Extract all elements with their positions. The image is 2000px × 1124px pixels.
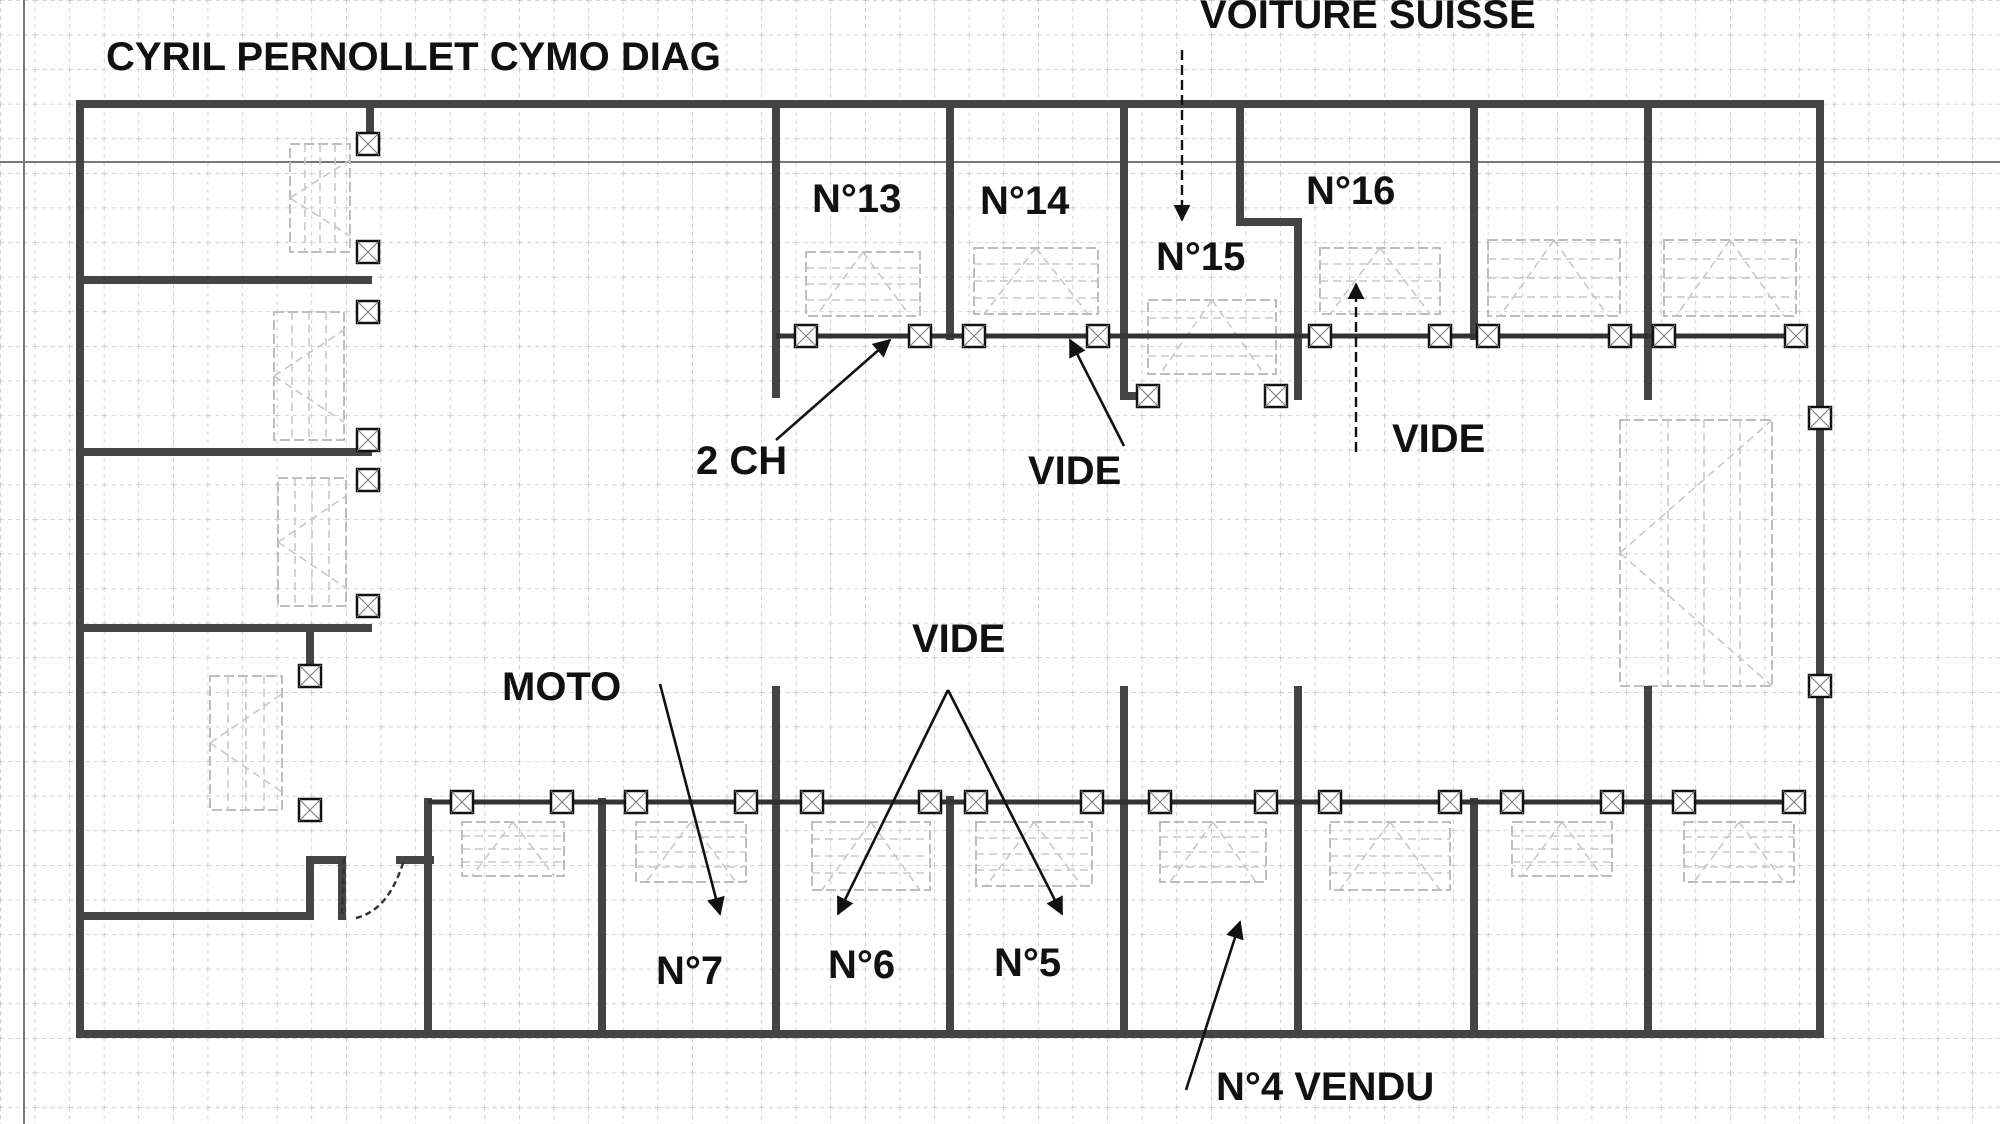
- door-marker: [1671, 789, 1697, 815]
- door-markers: [297, 131, 1833, 823]
- arrow-2ch: [775, 338, 892, 441]
- diagram-title: CYRIL PERNOLLET CYMO DIAG: [106, 35, 721, 79]
- door-marker: [1307, 323, 1333, 349]
- car-outline: [1487, 239, 1621, 317]
- door-marker: [917, 789, 943, 815]
- door-marker: [1263, 383, 1289, 409]
- car-outline: [1511, 821, 1613, 877]
- door-marker: [961, 323, 987, 349]
- door-marker: [907, 323, 933, 349]
- door-marker: [1499, 789, 1525, 815]
- door-marker: [355, 299, 381, 325]
- arrow-vide-to-n5: [946, 689, 1064, 916]
- door-marker: [1599, 789, 1625, 815]
- door-marker: [799, 789, 825, 815]
- door-marker: [963, 789, 989, 815]
- car-outline: [973, 247, 1099, 315]
- label-moto: MOTO: [502, 665, 621, 709]
- door-marker: [355, 593, 381, 619]
- door-marker: [1253, 789, 1279, 815]
- car-outlines: [209, 143, 1797, 891]
- car-outline: [1683, 821, 1795, 883]
- door-marker: [1427, 323, 1453, 349]
- door-marker: [1607, 323, 1633, 349]
- door-marker: [1317, 789, 1343, 815]
- door-marker: [549, 789, 575, 815]
- door-marker: [1147, 789, 1173, 815]
- door-marker: [623, 789, 649, 815]
- partition-wall: [76, 856, 346, 920]
- arrow-vide-to-n6: [836, 689, 950, 916]
- label-2ch: 2 CH: [696, 439, 787, 483]
- door-marker: [1085, 323, 1111, 349]
- door-marker: [355, 427, 381, 453]
- label-voiture-suisse: VOITURE SUISSE: [1200, 0, 1536, 37]
- label-n15: N°15: [1156, 235, 1245, 279]
- door-marker: [1781, 789, 1807, 815]
- car-outline: [1619, 419, 1773, 687]
- walls: [76, 100, 1824, 1038]
- door-marker: [1475, 323, 1501, 349]
- door-marker: [733, 789, 759, 815]
- car-outline: [975, 821, 1093, 887]
- label-n14: N°14: [980, 179, 1070, 223]
- door-marker: [1807, 405, 1833, 431]
- arrow-n4-vendu: [1184, 920, 1244, 1091]
- labels: CYRIL PERNOLLET CYMO DIAG VOITURE SUISSE…: [106, 0, 1536, 1109]
- label-n13: N°13: [812, 177, 901, 221]
- door-marker: [355, 467, 381, 493]
- arrows: [658, 50, 1365, 1091]
- door-marker: [793, 323, 819, 349]
- door-marker: [297, 663, 323, 689]
- label-n7: N°7: [656, 949, 723, 993]
- door-marker: [1651, 323, 1677, 349]
- car-outline: [273, 311, 345, 441]
- door-marker: [1783, 323, 1809, 349]
- car-outline: [209, 675, 283, 811]
- door-marker: [1135, 383, 1161, 409]
- arrow-moto: [658, 683, 725, 916]
- car-outline: [1663, 239, 1797, 317]
- label-n16: N°16: [1306, 169, 1395, 213]
- car-outline: [461, 821, 565, 877]
- door-swing: [340, 857, 406, 920]
- arrow-vide-top-left: [1068, 338, 1126, 447]
- car-outline: [277, 477, 347, 607]
- door-marker: [355, 239, 381, 265]
- label-vide-top-right: VIDE: [1392, 417, 1485, 461]
- label-vide-bottom: VIDE: [912, 617, 1005, 661]
- door-marker: [1079, 789, 1105, 815]
- car-outline: [635, 821, 747, 883]
- label-n4-vendu: N°4 VENDU: [1216, 1065, 1434, 1109]
- label-vide-top-left: VIDE: [1028, 449, 1121, 493]
- car-outline: [1329, 821, 1451, 891]
- car-outline: [1159, 821, 1267, 883]
- door-marker: [297, 797, 323, 823]
- door-marker: [1807, 673, 1833, 699]
- car-outline: [805, 251, 921, 317]
- door-marker: [1437, 789, 1463, 815]
- door-marker: [355, 131, 381, 157]
- car-outline: [811, 821, 931, 891]
- label-n5: N°5: [994, 941, 1061, 985]
- door-marker: [449, 789, 475, 815]
- label-n6: N°6: [828, 943, 895, 987]
- car-outline: [289, 143, 351, 253]
- stall-wall: [1236, 100, 1302, 400]
- car-outline: [1319, 247, 1441, 315]
